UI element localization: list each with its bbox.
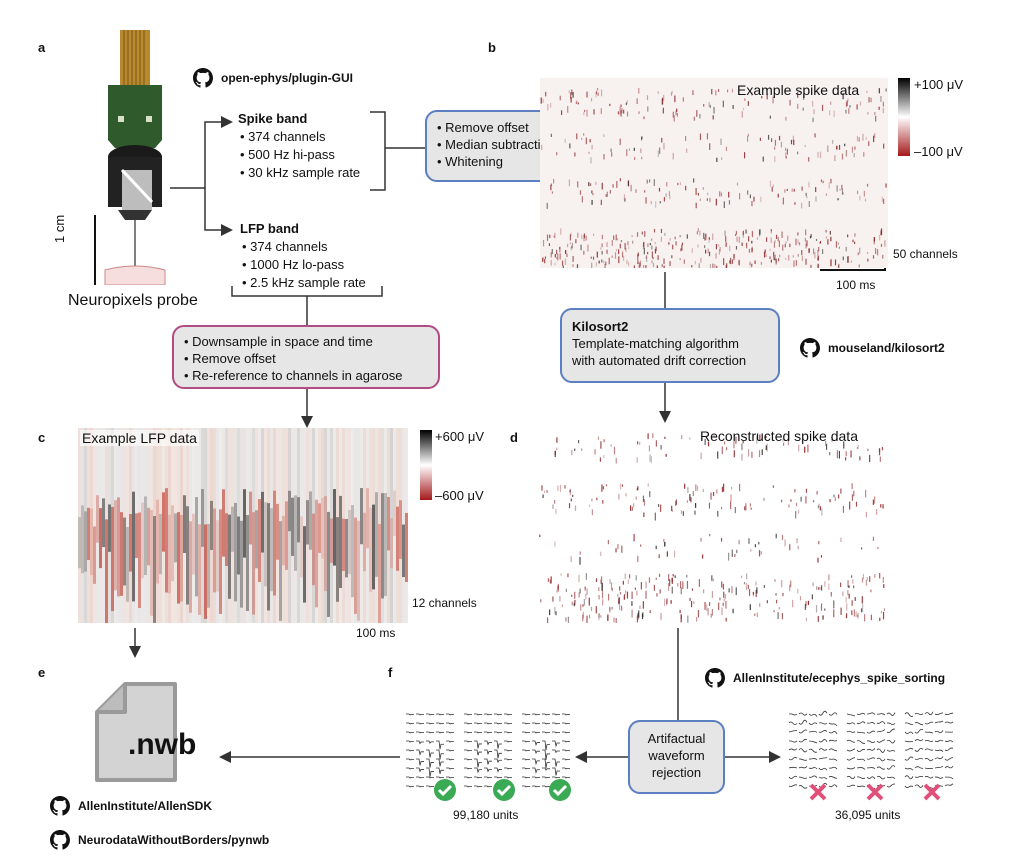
lfp-xscale-label: 100 ms	[356, 626, 396, 640]
spike-band-group: Spike band • 374 channels • 500 Hz hi-pa…	[238, 110, 360, 182]
lfp-band-item: • 374 channels	[242, 239, 328, 254]
rejection-line: waveform	[648, 748, 705, 763]
repo-ecephys-link[interactable]: AllenInstitute/ecephys_spike_sorting	[705, 668, 945, 688]
repo-kilosort-link[interactable]: mouseland/kilosort2	[800, 338, 945, 358]
github-icon	[800, 338, 820, 358]
lfp-data-plot	[78, 428, 408, 631]
lfp-preproc-item: • Re-reference to channels in agarose	[184, 368, 403, 383]
rejection-line: rejection	[651, 765, 702, 780]
repo-ecephys-label: AllenInstitute/ecephys_spike_sorting	[733, 671, 946, 685]
lfp-colorbar-max: +600 μV	[435, 429, 485, 444]
reject-icon-1	[808, 782, 828, 807]
kilosort-line: with automated drift correction	[572, 353, 747, 368]
rejected-waveforms	[788, 710, 954, 790]
repo-kilosort-label: mouseland/kilosort2	[828, 341, 945, 355]
lfp-colorbar	[420, 430, 432, 500]
lfp-plot-title: Example LFP data	[80, 430, 199, 446]
reconstructed-data-plot	[538, 428, 888, 626]
github-icon	[50, 830, 70, 850]
panel-label-b: b	[488, 40, 496, 55]
nwb-file-icon	[95, 682, 177, 782]
spike-raster-marks	[540, 88, 887, 273]
github-icon	[50, 796, 70, 816]
panel-label-d: d	[510, 430, 518, 445]
reconstructed-raster-marks	[539, 433, 886, 626]
panel-label-a: a	[38, 40, 46, 55]
panel-label-e: e	[38, 665, 46, 680]
lfp-band-item: • 1000 Hz lo-pass	[242, 257, 345, 272]
lfp-band-group: LFP band • 374 channels • 1000 Hz lo-pas…	[240, 220, 366, 292]
lfp-colorbar-min: –600 μV	[435, 488, 484, 503]
lfp-preproc-item: • Remove offset	[184, 351, 276, 366]
repo-plugin-gui-label: open-ephys/plugin-GUI	[221, 71, 353, 85]
check-icon-3	[548, 778, 572, 807]
probe-scale-label: 1 cm	[52, 214, 67, 243]
spike-band-item: • 30 kHz sample rate	[240, 165, 361, 180]
panel-label-c: c	[38, 430, 46, 445]
nwb-extension-label: .nwb	[128, 728, 197, 761]
accepted-units-count: 99,180 units	[453, 808, 519, 822]
spike-band-item: • 500 Hz hi-pass	[240, 147, 335, 162]
repo-pynwb-link[interactable]: NeurodataWithoutBorders/pynwb	[50, 830, 269, 850]
lfp-heatmap-marks	[78, 428, 408, 631]
spike-plot-title: Example spike data	[737, 82, 860, 98]
rejection-line: Artifactual	[647, 731, 706, 746]
rejection-box: Artifactual waveform rejection	[628, 720, 725, 794]
reject-icon-3	[922, 782, 942, 807]
spike-band-item: • 374 channels	[240, 129, 326, 144]
recon-plot-title: Reconstructed spike data	[700, 428, 858, 444]
check-icon-1	[433, 778, 457, 807]
panel-label-f: f	[388, 665, 393, 680]
reject-icon-2	[865, 782, 885, 807]
spike-preproc-item: • Remove offset	[437, 120, 529, 135]
kilosort-title: Kilosort2	[572, 319, 629, 334]
repo-pynwb-label: NeurodataWithoutBorders/pynwb	[78, 833, 270, 847]
neuropixels-probe-illustration	[104, 30, 166, 285]
repo-plugin-gui-link[interactable]: open-ephys/plugin-GUI	[193, 68, 353, 88]
lfp-yscale-label: 12 channels	[412, 596, 477, 610]
spike-colorbar-min: –100 μV	[914, 144, 963, 159]
github-icon	[193, 68, 213, 88]
spike-data-plot	[540, 78, 888, 273]
kilosort-box: Kilosort2 Template-matching algorithm wi…	[560, 308, 780, 383]
lfp-preprocessing-box: • Downsample in space and time • Remove …	[172, 325, 440, 389]
spike-colorbar-max: +100 μV	[914, 77, 964, 92]
spike-preproc-item: • Median subtraction	[437, 137, 556, 152]
spike-preproc-item: • Whitening	[437, 154, 503, 169]
accepted-waveforms	[406, 713, 570, 788]
spike-xscale-label: 100 ms	[836, 278, 876, 292]
lfp-band-title: LFP band	[240, 221, 299, 236]
github-icon	[705, 668, 725, 688]
lfp-preproc-item: • Downsample in space and time	[184, 334, 373, 349]
spike-colorbar	[898, 78, 910, 156]
rejected-units-count: 36,095 units	[835, 808, 901, 822]
repo-allensdk-link[interactable]: AllenInstitute/AllenSDK	[50, 796, 212, 816]
lfp-band-item: • 2.5 kHz sample rate	[242, 275, 366, 290]
spike-band-title: Spike band	[238, 111, 308, 126]
check-icon-2	[492, 778, 516, 807]
repo-allensdk-label: AllenInstitute/AllenSDK	[78, 799, 213, 813]
kilosort-line: Template-matching algorithm	[572, 336, 739, 351]
spike-yscale-label: 50 channels	[893, 247, 958, 261]
probe-title: Neuropixels probe	[68, 292, 198, 309]
